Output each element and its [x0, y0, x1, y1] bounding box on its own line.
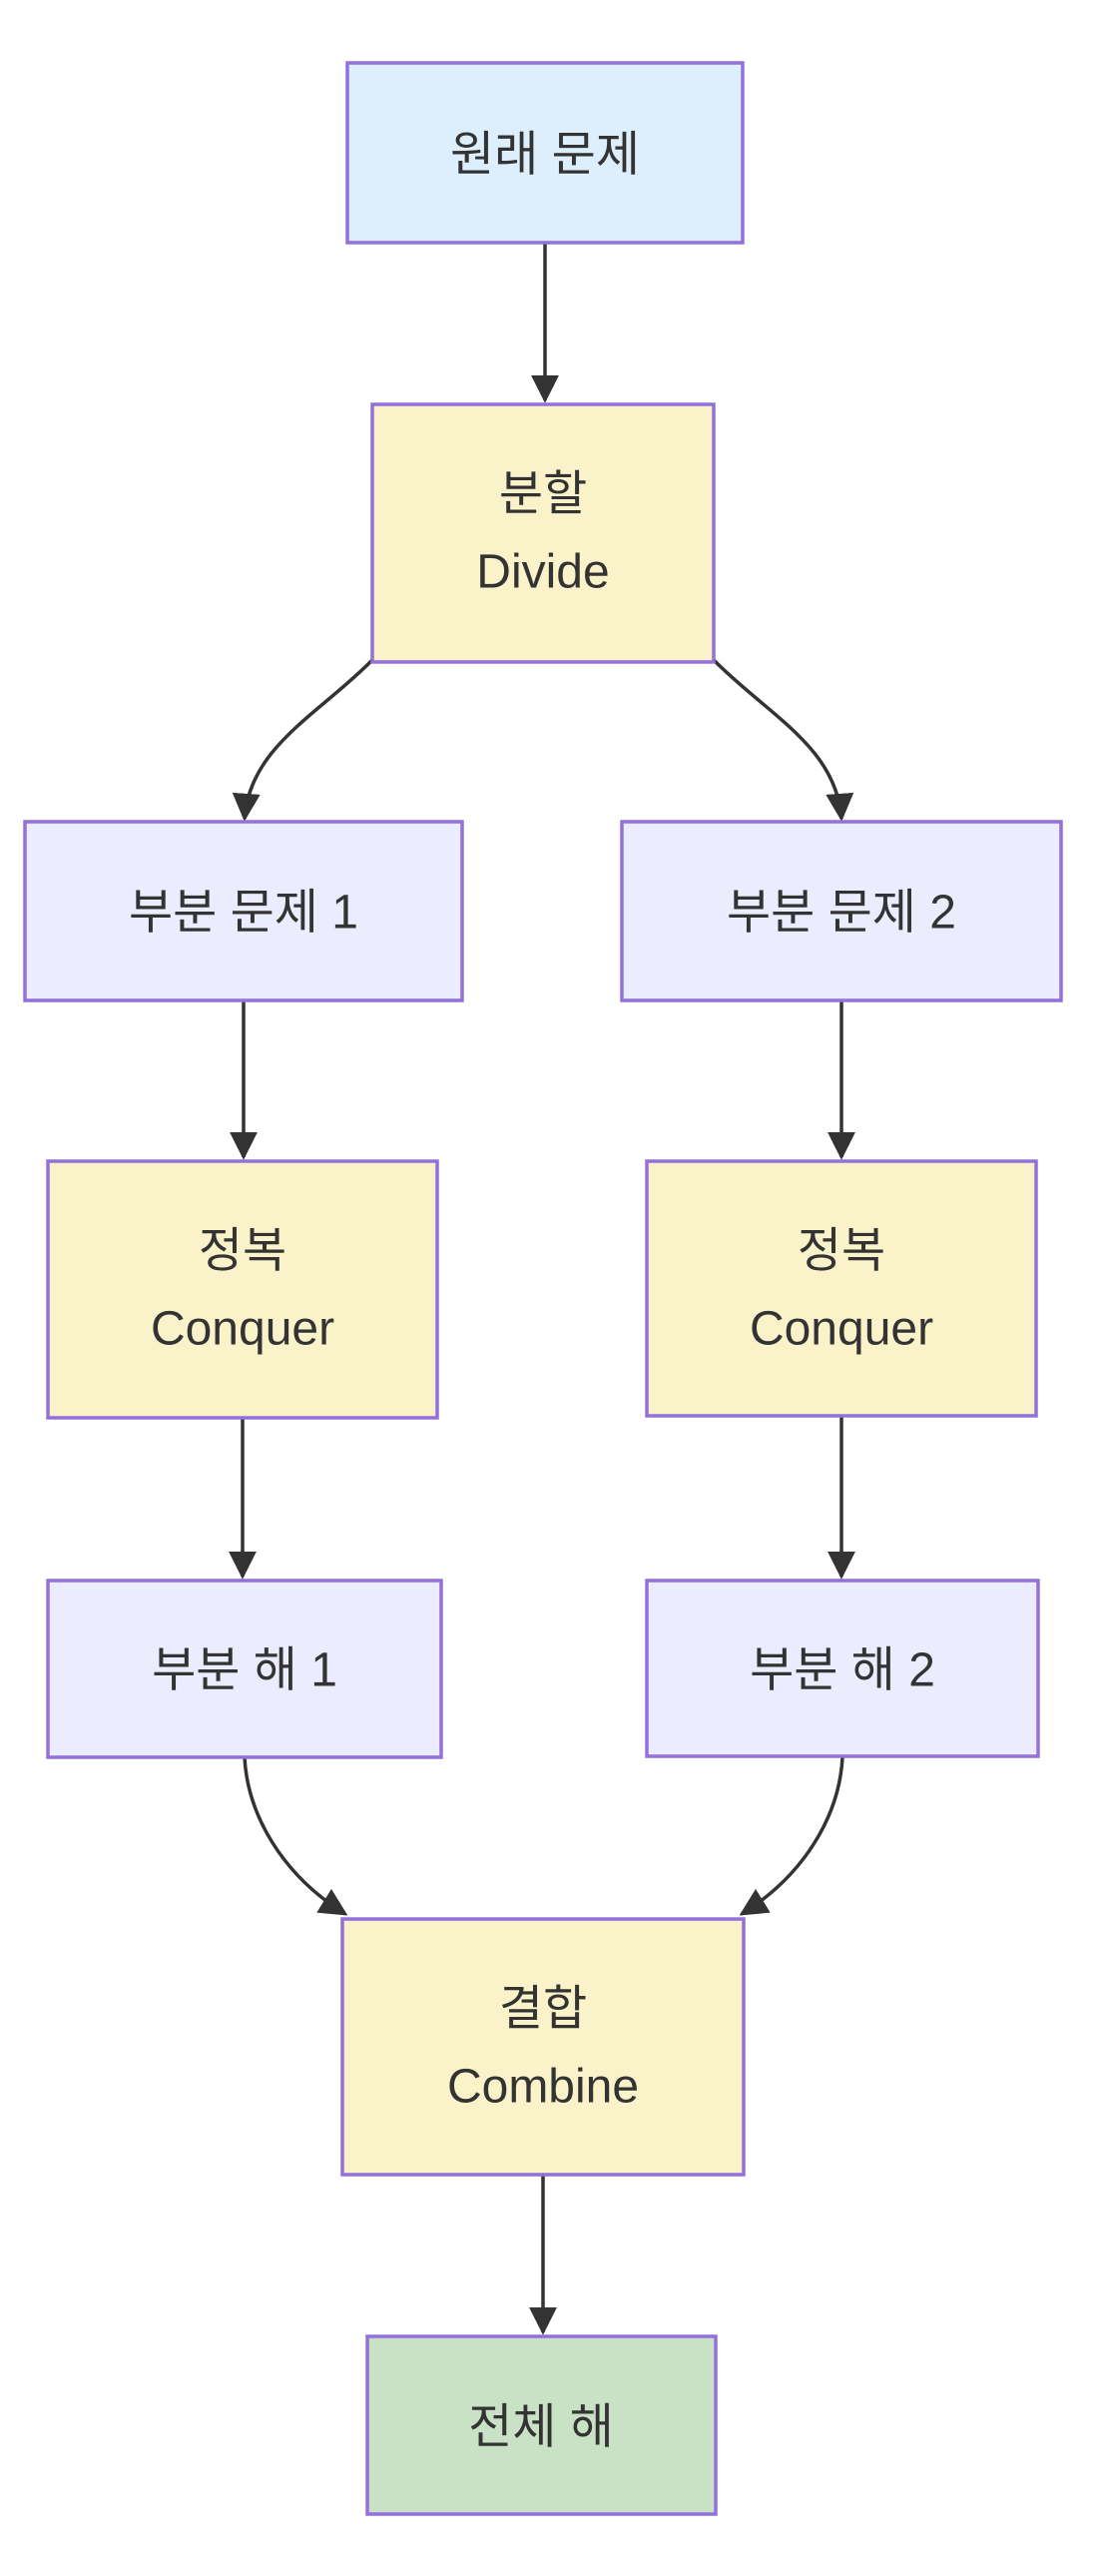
node-conquer-2-label-ko: 정복 — [798, 1225, 885, 1278]
node-subproblem-2-label: 부분 문제 2 — [727, 887, 956, 940]
node-divide-label-en: Divide — [476, 546, 609, 599]
node-conquer-1-label-en: Conquer — [151, 1303, 334, 1356]
node-combine: 결합 Combine — [340, 1917, 746, 2177]
node-partial-solution-1-box — [46, 1579, 443, 1759]
node-divide-box — [370, 402, 716, 664]
node-conquer-2: 정복 Conquer — [645, 1159, 1038, 1418]
node-subproblem-1-box — [23, 820, 464, 1002]
node-original-problem-label: 원래 문제 — [450, 129, 640, 182]
node-overall-solution-label: 전체 해 — [468, 2401, 614, 2454]
node-divide: 분할 Divide — [370, 402, 716, 664]
node-overall-solution-box — [365, 2334, 718, 2516]
node-conquer-2-box — [645, 1159, 1038, 1418]
node-subproblem-1: 부분 문제 1 — [23, 820, 464, 1002]
node-subproblem-2-box — [620, 820, 1063, 1002]
node-conquer-2-label-en: Conquer — [750, 1303, 933, 1356]
node-combine-box — [340, 1917, 746, 2177]
node-conquer-1: 정복 Conquer — [46, 1159, 439, 1420]
node-combine-label-ko: 결합 — [499, 1983, 587, 2036]
edges-layer — [229, 243, 855, 2335]
node-partial-solution-2-label: 부분 해 2 — [750, 1644, 935, 1697]
node-original-problem-box — [345, 61, 745, 245]
node-partial-solution-1: 부분 해 1 — [46, 1579, 443, 1759]
node-overall-solution: 전체 해 — [365, 2334, 718, 2516]
node-partial-solution-1-label: 부분 해 1 — [152, 1644, 337, 1697]
node-conquer-1-label-ko: 정복 — [199, 1225, 286, 1278]
edge-divide-to-subproblem-1 — [232, 658, 374, 822]
node-combine-label-en: Combine — [447, 2061, 639, 2114]
edge-solution-2-to-combine — [739, 1756, 844, 1916]
node-divide-label-ko: 분할 — [499, 468, 587, 521]
node-partial-solution-2-box — [645, 1579, 1040, 1758]
node-subproblem-1-label: 부분 문제 1 — [129, 887, 358, 940]
node-original-problem: 원래 문제 — [345, 61, 745, 245]
edge-solution-1-to-combine — [243, 1756, 348, 1916]
node-subproblem-2: 부분 문제 2 — [620, 820, 1063, 1002]
edge-divide-to-subproblem-2 — [712, 658, 854, 822]
node-conquer-1-box — [46, 1159, 439, 1420]
node-partial-solution-2: 부분 해 2 — [645, 1579, 1040, 1758]
